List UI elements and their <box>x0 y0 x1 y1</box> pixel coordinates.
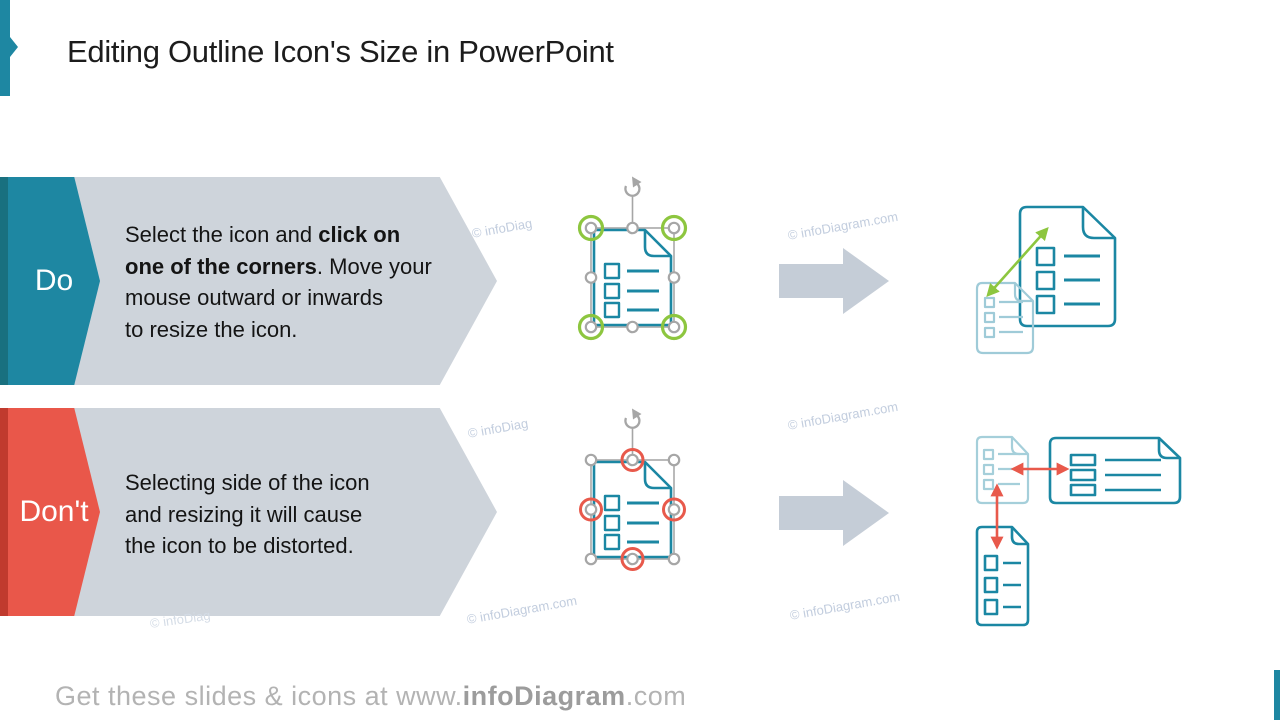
do-banner <box>70 177 497 385</box>
right-arrow-icon <box>779 248 889 314</box>
checklist-document-icon <box>592 460 673 559</box>
watermark: © infoDiag <box>466 415 530 441</box>
footer-text-suffix: .com <box>625 681 687 711</box>
do-instruction-text: Select the icon and click on one of the … <box>125 219 432 345</box>
small-document-icon <box>975 281 1035 355</box>
accent-bar-top-left <box>0 0 10 96</box>
dont-instruction-text: Selecting side of the icon and resizing … <box>125 467 370 562</box>
diagonal-resize-arrow-icon <box>986 227 1049 297</box>
accent-arrow-icon <box>10 37 18 57</box>
dont-text-line3: the icon to be distorted. <box>125 533 354 558</box>
selection-box <box>590 227 675 328</box>
stretched-wide-document-icon <box>1048 436 1182 505</box>
do-text-line2: . Move your <box>316 253 432 279</box>
accent-bar-bottom-right <box>1274 670 1280 720</box>
do-text-line1-bold: click on <box>318 222 401 247</box>
footer-note: Get these slides & icons at www.infoDiag… <box>55 681 686 712</box>
rotation-handle-icon <box>624 176 642 228</box>
watermark: © infoDiag <box>470 215 534 241</box>
selected-icon-side-handles <box>579 408 686 571</box>
watermark: © infoDiagram.com <box>465 592 579 627</box>
footer-brand-link[interactable]: infoDiagram <box>462 681 626 711</box>
right-arrow-icon <box>779 480 889 546</box>
footer-text: Get these slides & icons at www. <box>55 681 463 711</box>
dont-banner <box>70 408 497 616</box>
selected-icon-corner-handles <box>577 176 688 341</box>
page-title: Editing Outline Icon's Size in PowerPoin… <box>67 34 614 69</box>
large-document-icon <box>1018 205 1117 328</box>
distorted-documents-icon <box>975 435 1182 627</box>
do-text-line3: mouse outward or inwards <box>125 285 384 310</box>
watermark: © infoDiagram.com <box>788 588 902 623</box>
resized-documents-icon <box>975 205 1117 355</box>
do-text-line2-bold: one of the corners <box>125 253 317 279</box>
stretched-tall-document-icon <box>975 525 1030 627</box>
selection-handles <box>584 221 681 334</box>
do-text-line4: to resize the icon. <box>125 316 298 342</box>
red-highlight-rings <box>579 448 686 571</box>
dont-label: Don't <box>19 495 89 528</box>
selection-box <box>590 459 675 560</box>
do-accent-strip <box>0 177 8 385</box>
watermark: © infoDiagram.com <box>786 398 900 433</box>
selection-handles <box>584 453 681 566</box>
checklist-document-icon <box>592 228 673 327</box>
do-text-line1: Select the icon and <box>125 222 319 247</box>
do-label: Do <box>34 264 74 297</box>
dont-text-line2: and resizing it will cause <box>125 501 363 527</box>
dont-text-line1: Selecting side of the icon <box>125 470 370 495</box>
green-highlight-rings <box>577 214 688 341</box>
dont-accent-strip <box>0 408 8 616</box>
watermark: © infoDiagram.com <box>786 208 900 243</box>
